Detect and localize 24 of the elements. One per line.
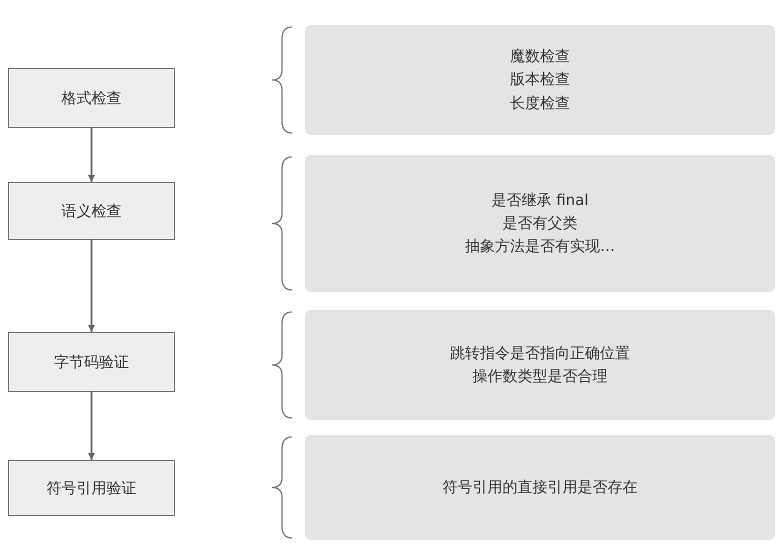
process-box xyxy=(8,460,175,516)
arrow xyxy=(88,240,96,332)
process-box xyxy=(8,182,175,240)
check-item: 符号引用的直接引用是否存在 xyxy=(442,476,638,498)
step-label: 符号引用验证 xyxy=(46,478,136,498)
step-label: 语义检查 xyxy=(62,202,122,220)
check-item: 版本检查 xyxy=(510,69,570,90)
step-label: 格式检查 xyxy=(62,88,122,108)
arrow xyxy=(88,392,96,460)
check-item: 抽象方法是否有实现… xyxy=(465,236,615,258)
process-box xyxy=(8,332,175,392)
arrow xyxy=(88,128,96,182)
panel-background xyxy=(305,310,775,420)
step-label: 字节码验证 xyxy=(54,352,129,372)
check-item: 是否有父类 xyxy=(502,212,578,234)
check-item: 是否继承 final xyxy=(491,190,589,211)
panel-background xyxy=(305,435,775,540)
panel-background xyxy=(305,155,775,292)
panel-background xyxy=(305,25,775,135)
check-item: 操作数类型是否合理 xyxy=(472,366,608,387)
check-item: 魔数检查 xyxy=(510,46,570,68)
process-box xyxy=(8,68,175,128)
check-item: 长度检查 xyxy=(510,92,570,114)
check-item: 跳转指令是否指向正确位置 xyxy=(450,342,630,364)
